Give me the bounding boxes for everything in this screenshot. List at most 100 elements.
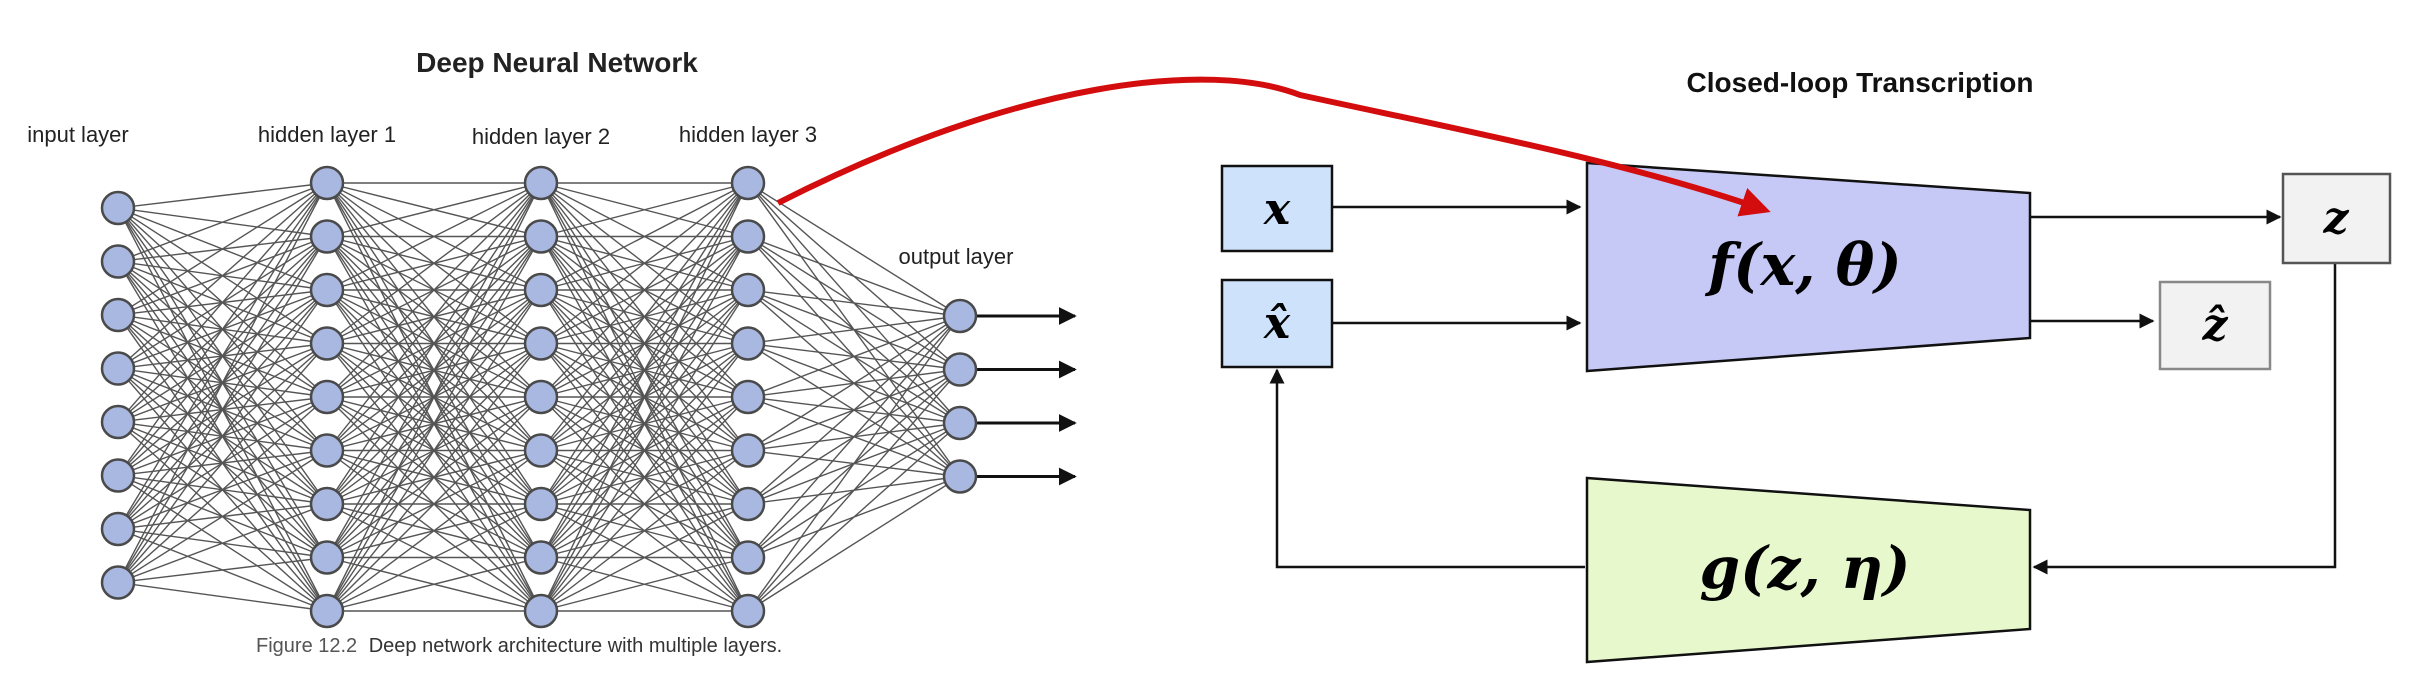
network-node: [523, 219, 559, 254]
network-node: [309, 272, 345, 308]
network-node: [100, 244, 136, 279]
network-edge: [326, 449, 542, 612]
network-node: [100, 190, 136, 226]
layer-label-output: output layer: [899, 244, 1014, 269]
network-edge: [326, 556, 542, 612]
network-edge: [540, 182, 749, 238]
network-edge: [747, 182, 961, 317]
output-box-zhat: ẑ: [2158, 280, 2272, 371]
network-edge: [540, 236, 749, 612]
network-edge: [747, 369, 961, 612]
input-x-label: x: [1263, 184, 1291, 235]
network-edge: [747, 315, 961, 612]
network-edge: [326, 396, 542, 612]
network-node: [523, 272, 559, 308]
network-edge: [326, 182, 542, 505]
caption-figure-number: Figure 12.2: [256, 635, 357, 657]
layer-label-hidden-3: hidden layer 3: [679, 122, 817, 147]
network-edge: [747, 315, 961, 345]
network-nodes: [100, 165, 978, 629]
network-node: [523, 540, 559, 575]
network-edge: [117, 556, 328, 584]
network-node: [309, 486, 345, 522]
network-node: [523, 379, 559, 415]
network-node: [730, 219, 766, 254]
network-edge: [540, 396, 749, 612]
network-edge: [540, 556, 749, 612]
network-edge: [117, 182, 328, 423]
network-edge: [747, 315, 961, 505]
network-edge: [117, 236, 328, 583]
network-title: Deep Neural Network: [416, 47, 698, 78]
network-edge: [540, 449, 749, 612]
network-node: [100, 297, 136, 333]
network-edge: [117, 396, 328, 584]
network-edge: [540, 182, 749, 398]
output-box-z: z: [2281, 172, 2392, 265]
network-edge: [117, 182, 328, 316]
network-node: [309, 165, 345, 201]
network-edge: [326, 289, 542, 612]
output-arrows: [976, 307, 1077, 486]
network-node: [100, 404, 136, 440]
network-edge: [326, 182, 542, 451]
network-edge: [747, 475, 961, 612]
network-edge: [747, 422, 961, 612]
network-edge: [540, 289, 749, 612]
network-edge: [747, 315, 961, 452]
network-node: [309, 219, 345, 254]
network-node: [942, 405, 978, 441]
network-edge: [326, 182, 542, 612]
arrow-z-to-decoder: [2032, 245, 2337, 575]
network-node: [523, 326, 559, 361]
diagram-title: Closed-loop Transcription: [1687, 67, 2034, 98]
network-edge: [117, 581, 328, 612]
output-zhat-label: ẑ: [2202, 300, 2229, 351]
network-node: [730, 272, 766, 308]
network-edge: [326, 182, 542, 238]
arrow-decoder-to-xhat: [1269, 368, 1585, 569]
network-edge: [540, 182, 749, 291]
network-edge: [117, 182, 328, 476]
network-node: [100, 458, 136, 493]
network-node: [100, 351, 136, 386]
network-edge: [117, 503, 328, 584]
network-edge: [540, 182, 749, 612]
network-node: [730, 379, 766, 415]
network-node: [100, 565, 136, 600]
network-node: [942, 298, 978, 334]
network-edge: [326, 182, 542, 398]
network-node: [942, 459, 978, 494]
network-node: [730, 433, 766, 468]
network-edge: [117, 182, 328, 530]
network-node: [309, 540, 345, 575]
network-edge: [117, 182, 328, 209]
network-edge: [747, 235, 961, 317]
layer-label-hidden-2: hidden layer 2: [472, 124, 610, 149]
decoder-block: g(z, η): [1585, 476, 2032, 664]
closed-loop-diagram: Closed-loop Transcription x x̂ f(x, θ) g…: [1220, 67, 2392, 664]
input-box-xhat: x̂: [1220, 278, 1334, 369]
network-node: [309, 379, 345, 415]
network-edge: [117, 182, 328, 583]
network-edge: [540, 182, 749, 451]
network-node: [523, 165, 559, 201]
network-edge: [117, 182, 328, 263]
neural-network-figure: Deep Neural Network input layer hidden l…: [27, 47, 1077, 657]
encoder-label: f(x, θ): [1704, 231, 1901, 299]
network-edge: [540, 182, 749, 345]
network-edge: [540, 182, 749, 505]
network-edge: [747, 315, 961, 558]
network-node: [523, 593, 559, 629]
network-node: [942, 352, 978, 387]
network-node: [100, 511, 136, 547]
network-connections: [117, 182, 961, 612]
highlight-arrow: [776, 76, 1771, 217]
decoder-label: g(z, η): [1700, 534, 1911, 602]
network-edge: [540, 343, 749, 612]
caption-text: Deep network architecture with multiple …: [369, 635, 783, 657]
network-edge: [540, 503, 749, 612]
network-edge: [326, 182, 542, 345]
network-node: [730, 540, 766, 575]
